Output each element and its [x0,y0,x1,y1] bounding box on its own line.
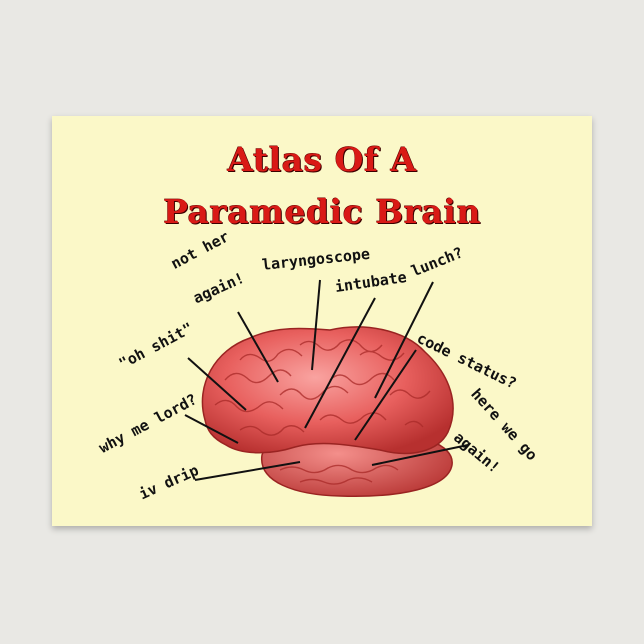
pointer-lines [184,279,469,481]
title-line-2: Paramedic Brain [163,192,481,231]
title-line-1: Atlas Of A [227,140,417,179]
